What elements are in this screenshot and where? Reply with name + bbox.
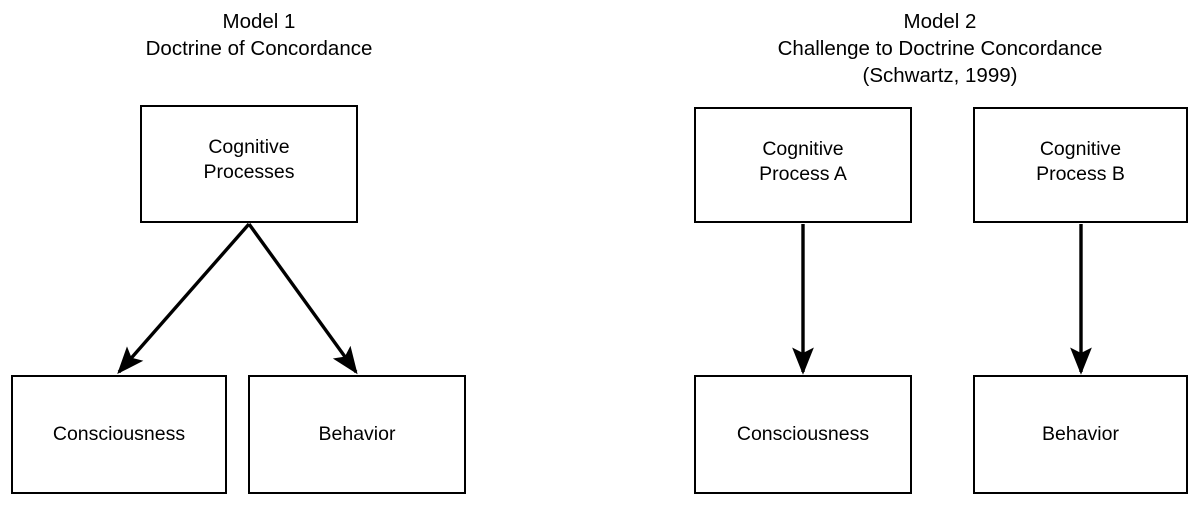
node-consciousness-model-2[interactable]: Consciousness — [694, 375, 912, 494]
model-2-title-line-3: (Schwartz, 1999) — [862, 64, 1018, 87]
node-label: Cognitive Processes — [203, 136, 295, 183]
node-consciousness-model-1[interactable]: Consciousness — [11, 375, 227, 494]
model-2-title-line-1: Model 2 — [903, 10, 977, 33]
model-1-title: Model 1 Doctrine of Concordance — [0, 8, 659, 62]
model-2-title: Model 2 Challenge to Doctrine Concordanc… — [540, 8, 1200, 89]
node-label: Consciousness — [736, 423, 870, 445]
node-cognitive-process-b[interactable]: Cognitive Process B — [973, 107, 1188, 223]
edge-cognitive-to-consciousness — [117, 222, 251, 375]
node-behavior-model-1[interactable]: Behavior — [248, 375, 466, 494]
node-cognitive-process-a[interactable]: Cognitive Process A — [694, 107, 912, 223]
node-behavior-model-2[interactable]: Behavior — [973, 375, 1188, 494]
node-label: Cognitive Process A — [759, 138, 847, 185]
node-label: Cognitive Process B — [1036, 138, 1125, 185]
node-label: Behavior — [1042, 423, 1119, 445]
node-label: Behavior — [318, 423, 396, 445]
edge-cognitive-to-behavior — [247, 223, 358, 375]
model-1-title-line-2: Doctrine of Concordance — [145, 37, 373, 60]
model-1-title-line-1: Model 1 — [222, 10, 296, 33]
model-2-title-line-2: Challenge to Doctrine Concordance — [777, 37, 1103, 60]
node-label: Consciousness — [52, 423, 186, 445]
node-cognitive-processes[interactable]: Cognitive Processes — [140, 105, 358, 223]
